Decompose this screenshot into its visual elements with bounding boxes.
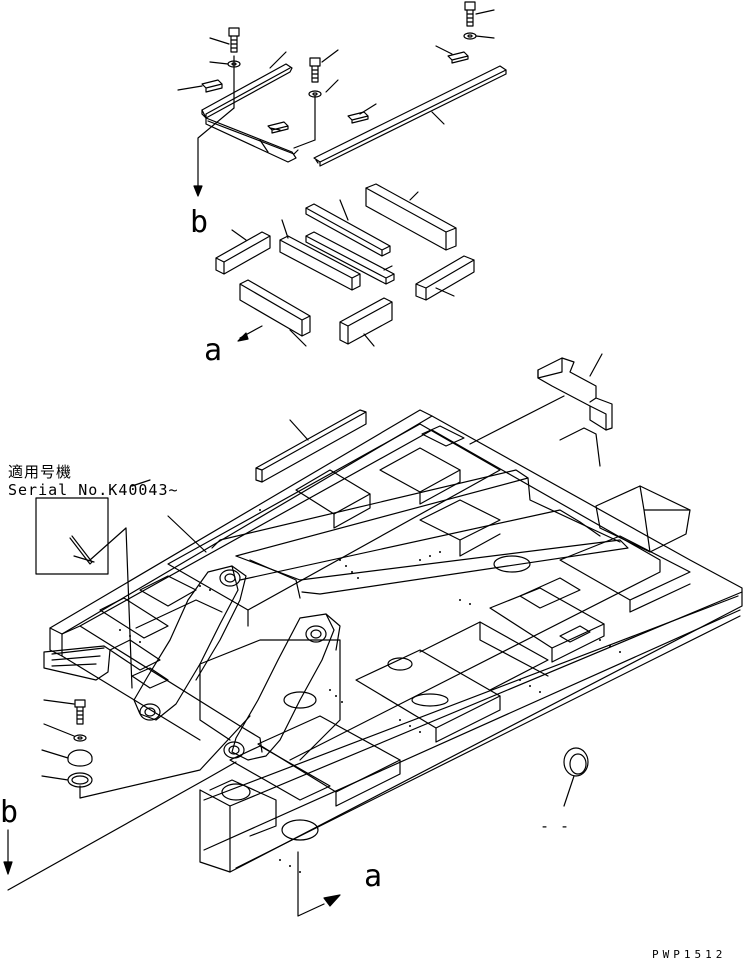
shim	[448, 52, 468, 63]
revolving-frame	[44, 410, 742, 873]
washer	[464, 33, 476, 39]
label-b-top: b	[190, 205, 209, 240]
serial-note-jp: 適用号機	[8, 463, 73, 481]
arrow-b-left	[4, 862, 12, 874]
arrow-b-top	[194, 186, 202, 196]
bolt	[229, 28, 239, 108]
shim	[202, 80, 222, 92]
label-b-left: b	[0, 795, 19, 830]
step	[44, 646, 110, 680]
arrow-a-bottom	[324, 895, 340, 906]
label-a-top: a	[204, 333, 223, 368]
bolt	[310, 58, 320, 140]
washer	[74, 735, 86, 741]
counterweight-block	[538, 354, 612, 430]
plug	[564, 748, 588, 806]
right-cover-plate	[314, 66, 506, 162]
serial-box	[36, 480, 150, 688]
shim	[348, 112, 368, 123]
dash-label: - -	[540, 817, 571, 835]
bolt	[465, 2, 475, 26]
long-bar	[256, 410, 366, 482]
cover-assembly	[178, 2, 506, 196]
arrow-a-top	[238, 333, 248, 341]
cap	[68, 750, 92, 766]
serial-note: Serial No.K40043~	[8, 481, 179, 499]
drawing-code: PWP1512	[652, 948, 727, 961]
pad-set	[216, 184, 474, 346]
label-a-bottom: a	[364, 859, 383, 894]
washer	[309, 91, 321, 97]
shim	[268, 122, 288, 133]
left-parts	[42, 700, 250, 798]
